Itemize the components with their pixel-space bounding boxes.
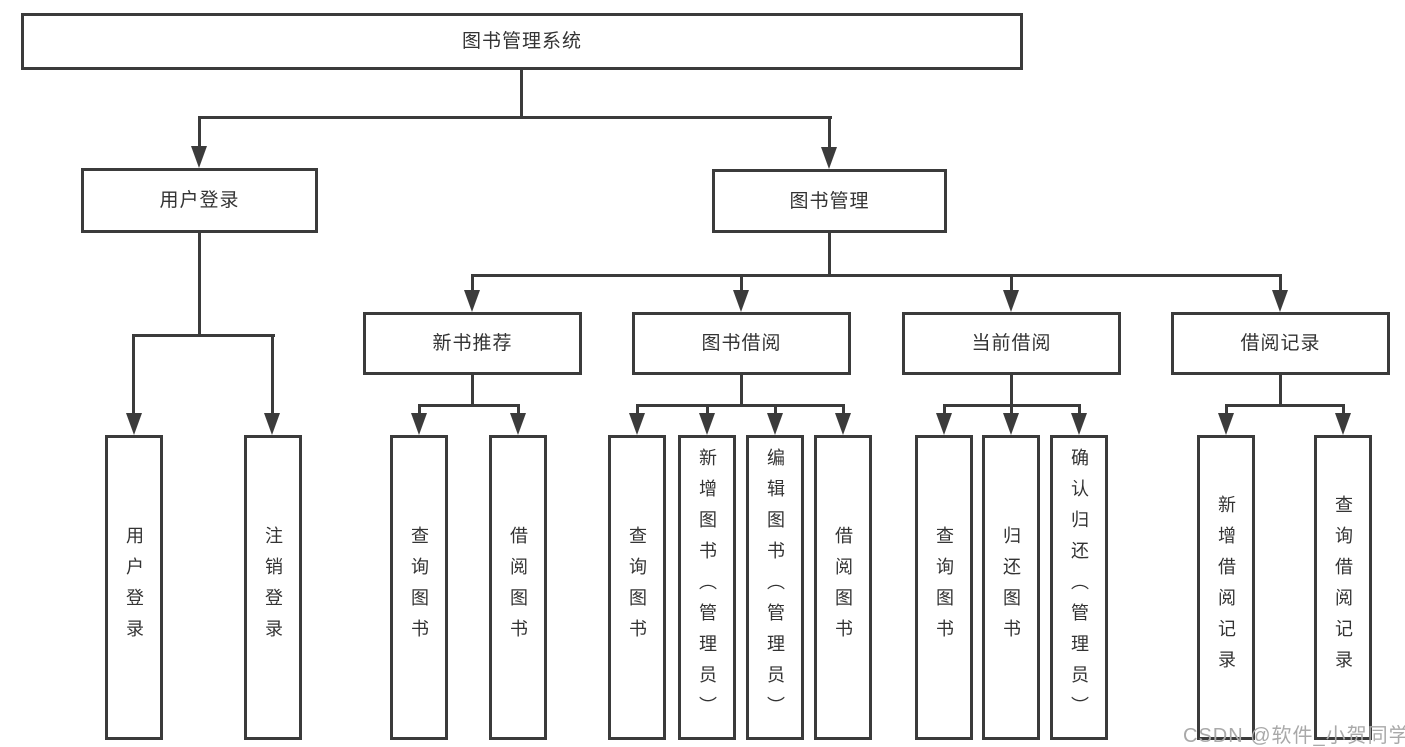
leaf-logout: 注销登录: [244, 435, 302, 740]
node-book-borrowing: 图书借阅: [632, 312, 851, 375]
arrowhead-bb-edit: [767, 413, 783, 435]
arrowhead-current-borrow: [1003, 290, 1019, 312]
leaf-bb-add-books-admin: 新增图书（管理员）: [678, 435, 736, 740]
connector-br-add-stem: [1225, 404, 1228, 416]
node-current-borrowing: 当前借阅: [902, 312, 1121, 375]
connector-bb-edit-stem: [774, 404, 777, 416]
arrowhead-book-borrow: [733, 290, 749, 312]
connector-current-borrow-down: [1010, 375, 1013, 407]
leaf-cb-query-books: 查询图书: [915, 435, 973, 740]
connector-current-borrow-stem: [1010, 274, 1013, 292]
leaf-bb-edit-books-admin: 编辑图书（管理员）: [746, 435, 804, 740]
leaf-bb-borrow-books: 借阅图书: [814, 435, 872, 740]
arrowhead-borrow-records: [1272, 290, 1288, 312]
connector-bb-borrow-stem: [842, 404, 845, 416]
leaf-br-add-record: 新增借阅记录: [1197, 435, 1255, 740]
arrowhead-nb-query: [411, 413, 427, 435]
arrowhead-bb-query: [629, 413, 645, 435]
connector-book-borrow-rail: [636, 404, 845, 407]
leaf-bb-query-books: 查询图书: [608, 435, 666, 740]
connector-book-mgmt-stem: [828, 116, 831, 153]
connector-user-login-down: [198, 233, 201, 337]
connector-cb-confirm-stem: [1078, 404, 1081, 416]
leaf-cb-return-books: 归还图书: [982, 435, 1040, 740]
connector-cb-query-stem: [943, 404, 946, 416]
leaf-nb-borrow-books: 借阅图书: [489, 435, 547, 740]
connector-borrow-records-down: [1279, 375, 1282, 407]
connector-root-rail: [198, 116, 832, 119]
connector-user-login-rail: [132, 334, 275, 337]
connector-nb-query-stem: [418, 404, 421, 416]
connector-new-book-down: [471, 375, 474, 407]
connector-book-borrow-down: [740, 375, 743, 407]
leaf-br-query-record: 查询借阅记录: [1314, 435, 1372, 740]
arrowhead-book-mgmt: [821, 147, 837, 169]
node-book-management: 图书管理: [712, 169, 947, 233]
node-user-login: 用户登录: [81, 168, 318, 233]
arrowhead-user-login: [191, 146, 207, 168]
arrowhead-cb-confirm: [1071, 413, 1087, 435]
node-borrowing-records: 借阅记录: [1171, 312, 1390, 375]
connector-borrow-records-stem: [1279, 274, 1282, 292]
node-library-management-system: 图书管理系统: [21, 13, 1023, 70]
connector-ul-login-stem: [132, 334, 135, 416]
leaf-user-login: 用户登录: [105, 435, 163, 740]
connector-bb-query-stem: [636, 404, 639, 416]
leaf-cb-confirm-return-admin: 确认归还（管理员）: [1050, 435, 1108, 740]
arrowhead-br-add: [1218, 413, 1234, 435]
arrowhead-nb-borrow: [510, 413, 526, 435]
arrowhead-ul-logout: [264, 413, 280, 435]
connector-nb-borrow-stem: [517, 404, 520, 416]
connector-root-stem: [520, 70, 523, 118]
arrowhead-br-query: [1335, 413, 1351, 435]
connector-ul-logout-stem: [271, 334, 274, 416]
connector-user-login-stem: [198, 116, 201, 152]
arrowhead-ul-login: [126, 413, 142, 435]
connector-cb-return-stem: [1010, 404, 1013, 416]
connector-new-book-rail: [418, 404, 520, 407]
connector-borrow-records-rail: [1225, 404, 1345, 407]
leaf-nb-query-books: 查询图书: [390, 435, 448, 740]
connector-book-mgmt-rail: [471, 274, 1282, 277]
arrowhead-bb-borrow: [835, 413, 851, 435]
arrowhead-cb-return: [1003, 413, 1019, 435]
csdn-watermark: CSDN @软件_小贺同学: [1183, 725, 1405, 747]
connector-new-book-stem: [471, 274, 474, 292]
connector-book-mgmt-down: [828, 233, 831, 277]
connector-book-borrow-stem: [740, 274, 743, 292]
connector-bb-add-stem: [706, 404, 709, 416]
node-new-book-recommend: 新书推荐: [363, 312, 582, 375]
arrowhead-bb-add: [699, 413, 715, 435]
arrowhead-cb-query: [936, 413, 952, 435]
connector-br-query-stem: [1342, 404, 1345, 416]
arrowhead-new-book: [464, 290, 480, 312]
